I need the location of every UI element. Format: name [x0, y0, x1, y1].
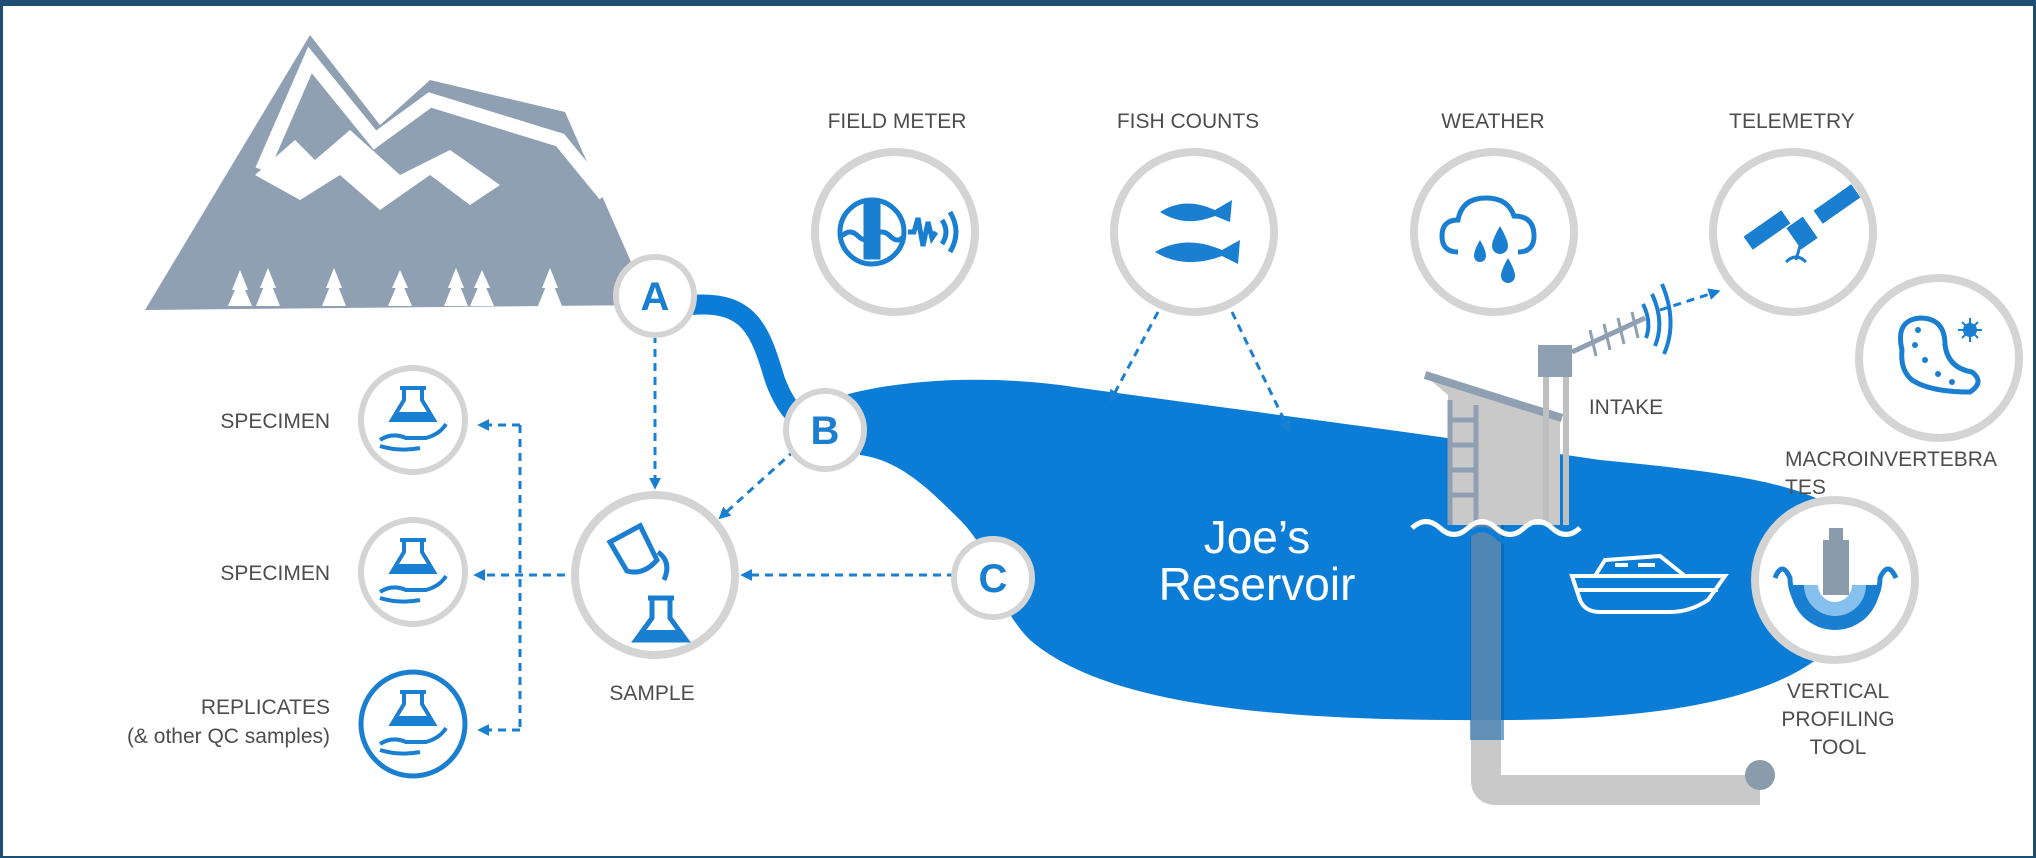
node-b-letter: B [811, 409, 840, 453]
vertical-label-line3: TOOL [1810, 736, 1867, 759]
fish-counts-node: FISH COUNTS [1110, 110, 1278, 316]
replicates-label-line1: REPLICATES [201, 696, 330, 719]
sample-label: SAMPLE [609, 682, 694, 705]
specimen-node-1: SPECIMEN [220, 365, 468, 475]
mountain-icon [145, 35, 650, 310]
node-c-letter: C [979, 557, 1008, 601]
field-meter-icon [837, 197, 959, 267]
vertical-profiling-node: VERTICAL PROFILING TOOL [1751, 496, 1919, 759]
macroinvertebrates-label-line1: MACROINVERTEBRA [1785, 448, 1997, 471]
intake-label: INTAKE [1589, 396, 1663, 419]
macroinvertebrates-label-line2: TES [1785, 476, 1826, 499]
fish-counts-label: FISH COUNTS [1117, 110, 1259, 133]
specimen-node-2: SPECIMEN [220, 517, 468, 627]
fish-icon [1155, 200, 1240, 264]
flow-arrows [473, 288, 1721, 736]
specimen-label-1: SPECIMEN [220, 410, 330, 433]
telemetry-node: TELEMETRY [1709, 110, 1877, 316]
vertical-label-line2: PROFILING [1781, 708, 1894, 731]
satellite-icon [1743, 184, 1861, 264]
field-meter-label: FIELD METER [828, 110, 967, 133]
reservoir-icon [845, 379, 1863, 721]
replicates-label-line2: (& other QC samples) [127, 725, 330, 748]
replicates-node: REPLICATES (& other QC samples) [127, 669, 468, 779]
node-a: A [613, 254, 697, 338]
macroinvertebrates-node: MACROINVERTEBRA TES [1785, 274, 2023, 499]
reservoir-title-line2: Reservoir [1159, 558, 1356, 610]
weather-node: WEATHER [1410, 110, 1578, 316]
specimen-label-2: SPECIMEN [220, 562, 330, 585]
field-meter-node: FIELD METER [811, 110, 979, 316]
node-a-letter: A [641, 275, 670, 319]
telemetry-label: TELEMETRY [1729, 110, 1855, 133]
cloud-rain-icon [1439, 195, 1537, 283]
node-c: C [951, 536, 1035, 620]
sample-node: SAMPLE [571, 491, 739, 705]
intake-icon [1410, 283, 1775, 805]
reservoir-title-line1: Joe’s [1204, 511, 1311, 563]
profiling-tool-icon [1772, 528, 1899, 630]
bacteria-icon [1898, 315, 1982, 395]
weather-label: WEATHER [1441, 110, 1544, 133]
node-b: B [783, 388, 867, 472]
boat-icon [1569, 553, 1729, 614]
trees-icon [228, 268, 562, 306]
vertical-label-line1: VERTICAL [1787, 680, 1889, 703]
